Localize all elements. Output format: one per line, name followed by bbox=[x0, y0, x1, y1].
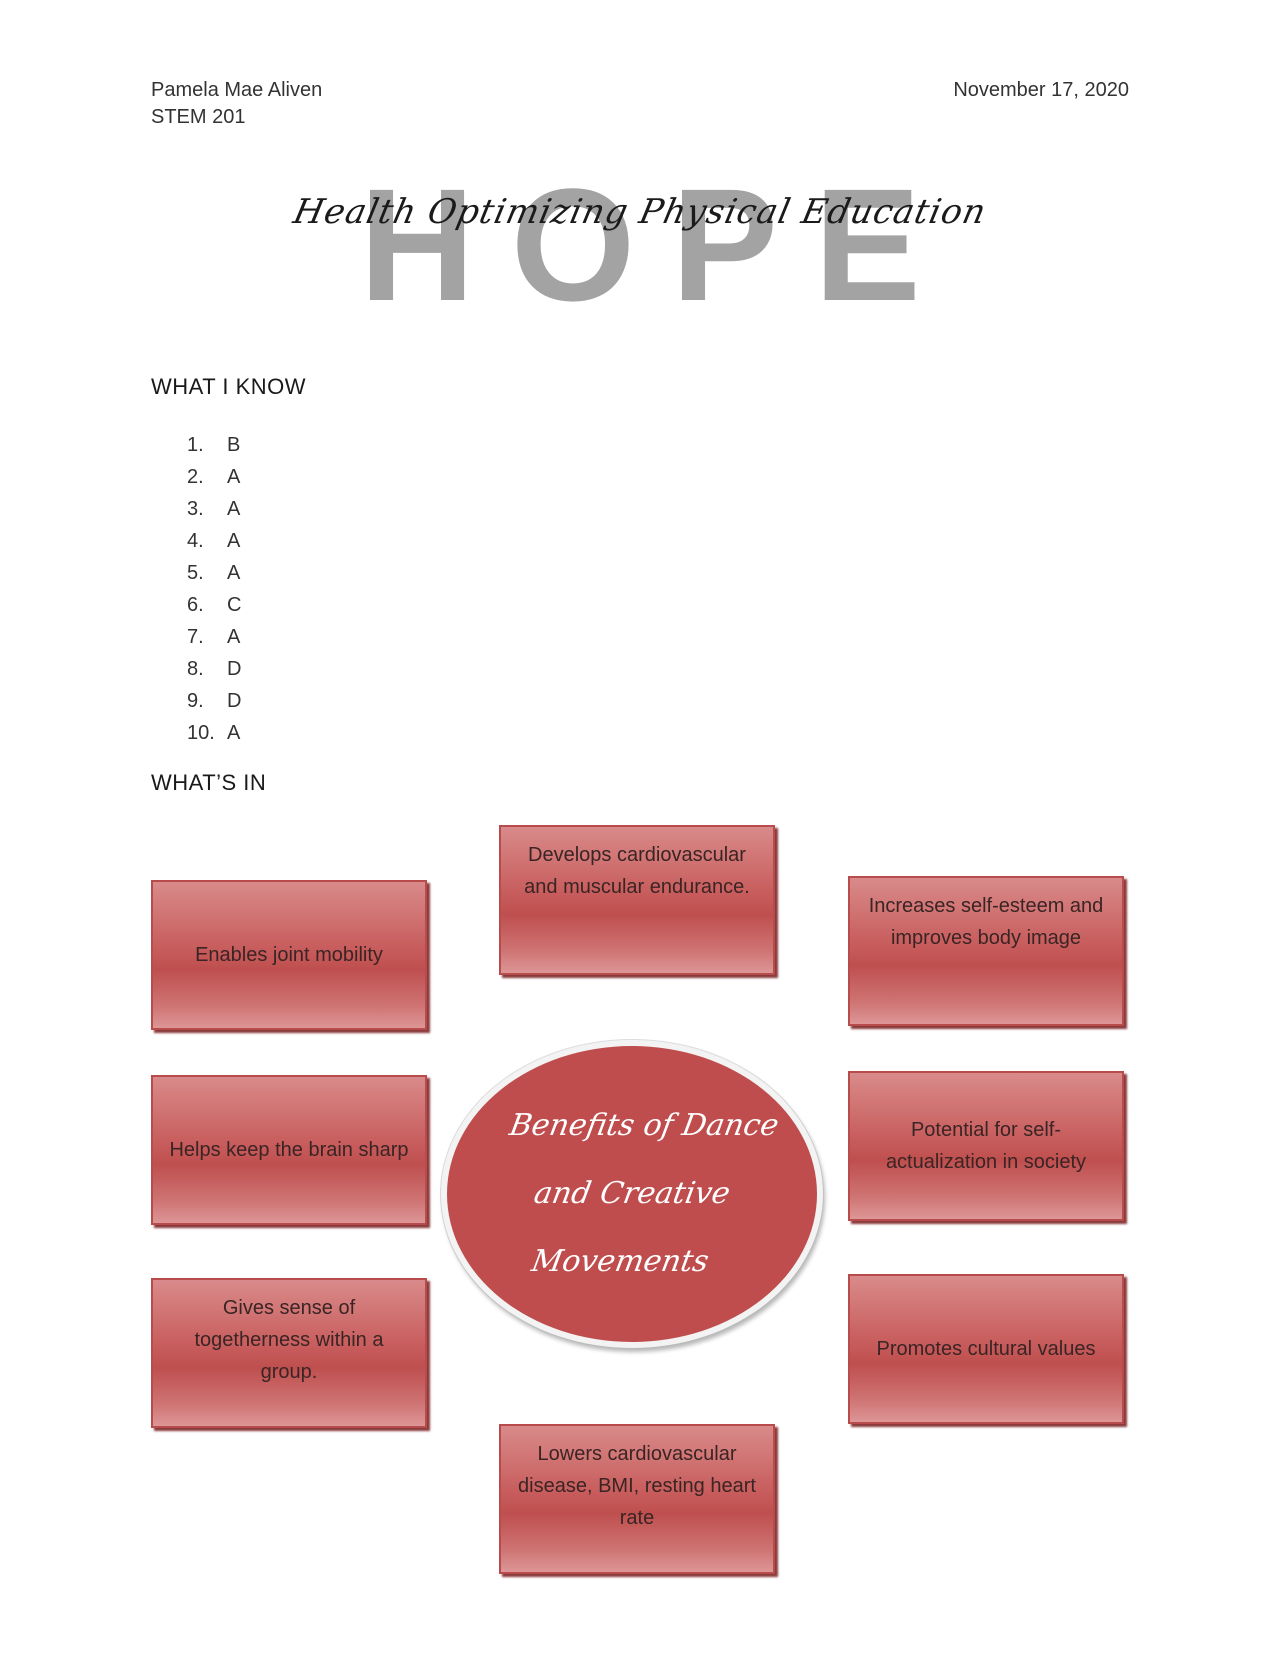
answer-letter: D bbox=[227, 690, 242, 712]
list-item: 10. A bbox=[187, 717, 241, 749]
list-item: 2. A bbox=[187, 461, 241, 493]
answer-number: 3. bbox=[187, 498, 204, 520]
list-item: 5. A bbox=[187, 557, 241, 589]
list-item: 3. A bbox=[187, 493, 241, 525]
header-student-info: Pamela Mae Aliven STEM 201 bbox=[151, 77, 322, 131]
answer-number: 6. bbox=[187, 594, 204, 616]
center-ellipse: Benefits of Dance and Creative Movements bbox=[441, 1040, 823, 1348]
student-section: STEM 201 bbox=[151, 106, 246, 128]
answer-letter: B bbox=[227, 434, 241, 456]
answer-letter: C bbox=[227, 594, 242, 616]
answer-list: 1. B 2. A 3. A 4. A 5. A 6. C 7. A 8. D 9. D 10. A bbox=[187, 429, 241, 749]
answer-number: 9. bbox=[187, 690, 204, 712]
answer-number: 2. bbox=[187, 466, 204, 488]
benefit-box-joint-mobility: Enables joint mobility bbox=[151, 880, 427, 1030]
list-item: 7. A bbox=[187, 621, 241, 653]
answer-letter: A bbox=[227, 722, 241, 744]
benefit-box-cultural-values: Promotes cultural values bbox=[848, 1274, 1124, 1424]
answer-number: 4. bbox=[187, 530, 204, 552]
answer-letter: A bbox=[227, 466, 241, 488]
section-heading-what-i-know: WHAT I KNOW bbox=[151, 374, 307, 399]
answer-number: 1. bbox=[187, 434, 204, 456]
list-item: 8. D bbox=[187, 653, 241, 685]
student-name: Pamela Mae Aliven bbox=[151, 79, 323, 101]
answer-letter: A bbox=[227, 498, 241, 520]
benefit-box-self-esteem: Increases self-esteem and improves body … bbox=[848, 876, 1124, 1026]
answer-number: 10. bbox=[187, 722, 215, 744]
document-title: HOPE Health Optimizing Physical Educatio… bbox=[0, 165, 1280, 325]
center-title: Benefits of Dance and Creative Movements bbox=[464, 1092, 800, 1296]
list-item: 4. A bbox=[187, 525, 241, 557]
list-item: 1. B bbox=[187, 429, 241, 461]
title-script-subtitle: Health Optimizing Physical Education bbox=[289, 192, 991, 232]
header-date: November 17, 2020 bbox=[953, 79, 1129, 101]
answer-number: 8. bbox=[187, 658, 204, 680]
center-title-line: Benefits of Dance bbox=[506, 1108, 782, 1143]
answer-number: 5. bbox=[187, 562, 204, 584]
answer-letter: D bbox=[227, 658, 242, 680]
title-hope: HOPE bbox=[359, 155, 957, 334]
list-item: 6. C bbox=[187, 589, 241, 621]
center-title-line: and Creative bbox=[531, 1176, 733, 1211]
answer-letter: A bbox=[227, 530, 241, 552]
center-title-line: Movements bbox=[528, 1244, 712, 1279]
benefit-box-cardiovascular: Lowers cardiovascular disease, BMI, rest… bbox=[499, 1424, 775, 1574]
answer-letter: A bbox=[227, 626, 241, 648]
benefit-box-brain-sharp: Helps keep the brain sharp bbox=[151, 1075, 427, 1225]
benefit-box-endurance: Develops cardiovascular and muscular end… bbox=[499, 825, 775, 975]
section-heading-whats-in: WHAT’S IN bbox=[151, 770, 267, 795]
answer-number: 7. bbox=[187, 626, 204, 648]
benefit-box-self-actualization: Potential for self-actualization in soci… bbox=[848, 1071, 1124, 1221]
list-item: 9. D bbox=[187, 685, 241, 717]
benefit-box-togetherness: Gives sense of togetherness within a gro… bbox=[151, 1278, 427, 1428]
answer-letter: A bbox=[227, 562, 241, 584]
